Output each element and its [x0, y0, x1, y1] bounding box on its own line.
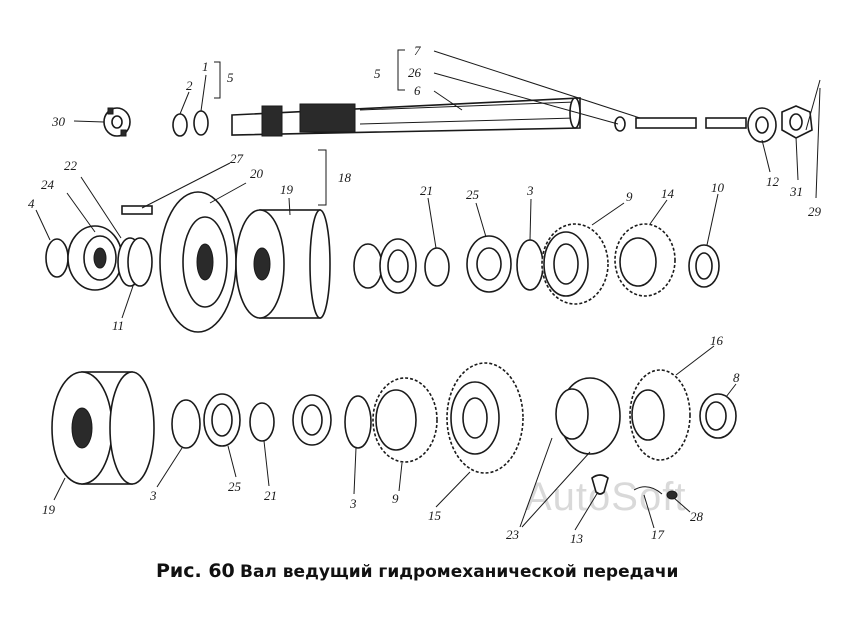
- bearing-23: [555, 377, 621, 455]
- ring-11: [127, 237, 153, 287]
- label-31: 31: [789, 184, 803, 199]
- label-3-top: 3: [526, 183, 534, 198]
- drum-19-top: [235, 209, 331, 319]
- snap-ring-3a: [353, 243, 383, 289]
- bolt-28: [666, 490, 678, 500]
- label-14: 14: [661, 186, 675, 201]
- label-17: 17: [651, 527, 665, 542]
- label-25-top: 25: [466, 187, 480, 202]
- label-27: 27: [230, 151, 244, 166]
- label-9-bottom: 9: [392, 491, 399, 506]
- caption-title: Вал ведущий гидромеханической передачи: [240, 562, 678, 582]
- snap-ring-3b: [516, 239, 544, 291]
- pin-26: [635, 117, 747, 129]
- label-6: 6: [414, 83, 421, 98]
- label-30: 30: [51, 114, 66, 129]
- drive-shaft-6: [231, 97, 581, 137]
- label-3-bottom-left: 3: [149, 488, 157, 503]
- label-3-bottom-mid: 3: [349, 496, 357, 511]
- gear-15: [446, 362, 524, 474]
- bearing-top-mid: [379, 238, 417, 294]
- label-8: 8: [733, 370, 740, 385]
- disc-20: [159, 191, 237, 333]
- label-13: 13: [570, 531, 584, 546]
- snap-ring-3d: [344, 395, 372, 449]
- ring-21: [424, 247, 450, 287]
- label-10: 10: [711, 180, 725, 195]
- gear-9-top: [541, 223, 609, 305]
- gear-16: [629, 369, 691, 461]
- label-11: 11: [112, 318, 124, 333]
- label-22: 22: [64, 158, 78, 173]
- bearing-bottom-mid: [292, 394, 332, 446]
- gear-9-bottom: [372, 377, 438, 463]
- nut-31: [781, 105, 813, 139]
- label-2: 2: [186, 78, 193, 93]
- label-28: 28: [690, 509, 704, 524]
- callout-labels: 30 2 1 5 5 7 26 6 12 31 29 18 27 20 19 2…: [28, 43, 822, 546]
- label-21-top: 21: [420, 183, 433, 198]
- label-26: 26: [408, 65, 422, 80]
- label-4: 4: [28, 196, 35, 211]
- ring-21-bottom: [249, 402, 275, 442]
- label-25-bottom: 25: [228, 479, 242, 494]
- label-5-right: 5: [374, 66, 381, 81]
- bolt-27: [121, 205, 153, 215]
- ring-4: [45, 238, 69, 278]
- label-18: 18: [338, 170, 352, 185]
- label-15: 15: [428, 508, 442, 523]
- figure-caption: Рис. 60 Вал ведущий гидромеханической пе…: [156, 560, 678, 582]
- label-29: 29: [808, 204, 822, 219]
- bushing-10: [688, 244, 720, 288]
- label-21-bottom: 21: [264, 488, 277, 503]
- label-20: 20: [250, 166, 264, 181]
- bearing-25-bottom: [203, 393, 241, 447]
- washer-12: [747, 107, 777, 143]
- label-12: 12: [766, 174, 780, 189]
- drum-19-bottom: [51, 371, 155, 485]
- label-5-left: 5: [227, 70, 234, 85]
- label-24: 24: [41, 177, 55, 192]
- label-7: 7: [414, 43, 421, 58]
- label-9-top: 9: [626, 189, 633, 204]
- bushing-8: [699, 393, 737, 439]
- label-19-bottom: 19: [42, 502, 56, 517]
- bearing-25: [466, 235, 512, 293]
- label-1: 1: [202, 59, 209, 74]
- label-23: 23: [506, 527, 520, 542]
- ring-1: [193, 110, 209, 136]
- castle-nut-30: [103, 107, 131, 137]
- leader-lines: [35, 49, 821, 531]
- snap-ring-3c: [171, 399, 201, 449]
- label-19-top: 19: [280, 182, 294, 197]
- washer-7: [614, 116, 626, 132]
- label-16: 16: [710, 333, 724, 348]
- bearing-24: [67, 225, 123, 291]
- caption-number: Рис. 60: [156, 560, 235, 582]
- cotter-pin-29: [805, 79, 821, 131]
- ring-2: [172, 113, 188, 137]
- wire-17: [633, 486, 663, 495]
- gear-14: [614, 223, 676, 297]
